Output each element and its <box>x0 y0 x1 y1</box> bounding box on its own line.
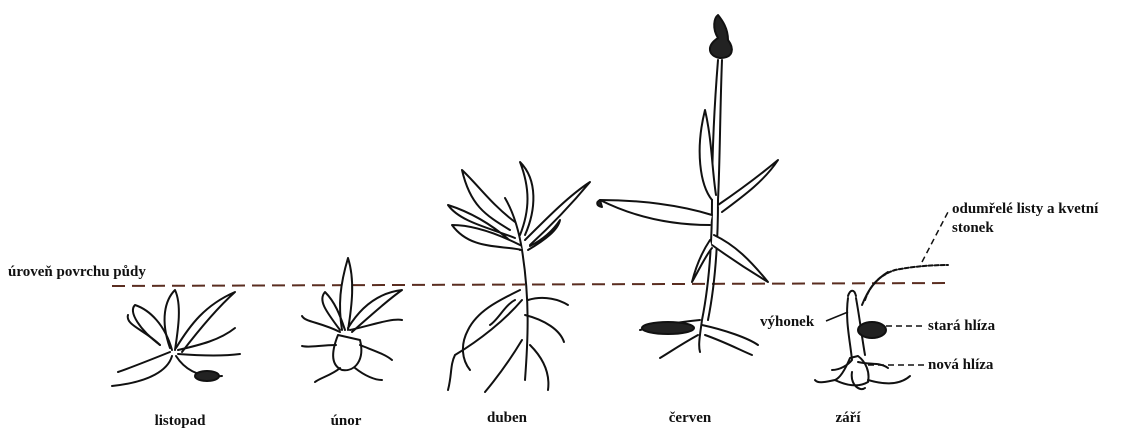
plant-unor <box>302 258 402 382</box>
plant-cerven <box>597 15 778 358</box>
dead-leaves-leader <box>922 212 948 262</box>
stage-label-cerven: červen <box>669 410 712 426</box>
dead-leaves-label-line1: odumřelé listy a kvetní <box>952 201 1099 217</box>
new-tuber-label: nová hlíza <box>928 357 994 373</box>
stage-label-duben: duben <box>487 410 528 426</box>
shoot-leader <box>826 312 848 321</box>
soil-level-label: úroveň povrchu půdy <box>8 264 146 280</box>
plant-duben <box>448 162 590 392</box>
soil-surface-line <box>112 283 950 286</box>
dead-leaves-label-line2: stonek <box>952 220 994 236</box>
stage-label-listopad: listopad <box>155 413 207 429</box>
stage-label-unor: únor <box>331 413 362 429</box>
plant-listopad <box>112 290 240 386</box>
old-tuber-label: stará hlíza <box>928 318 996 334</box>
shoot-label: výhonek <box>760 314 815 330</box>
stage-label-zari: září <box>836 410 862 426</box>
